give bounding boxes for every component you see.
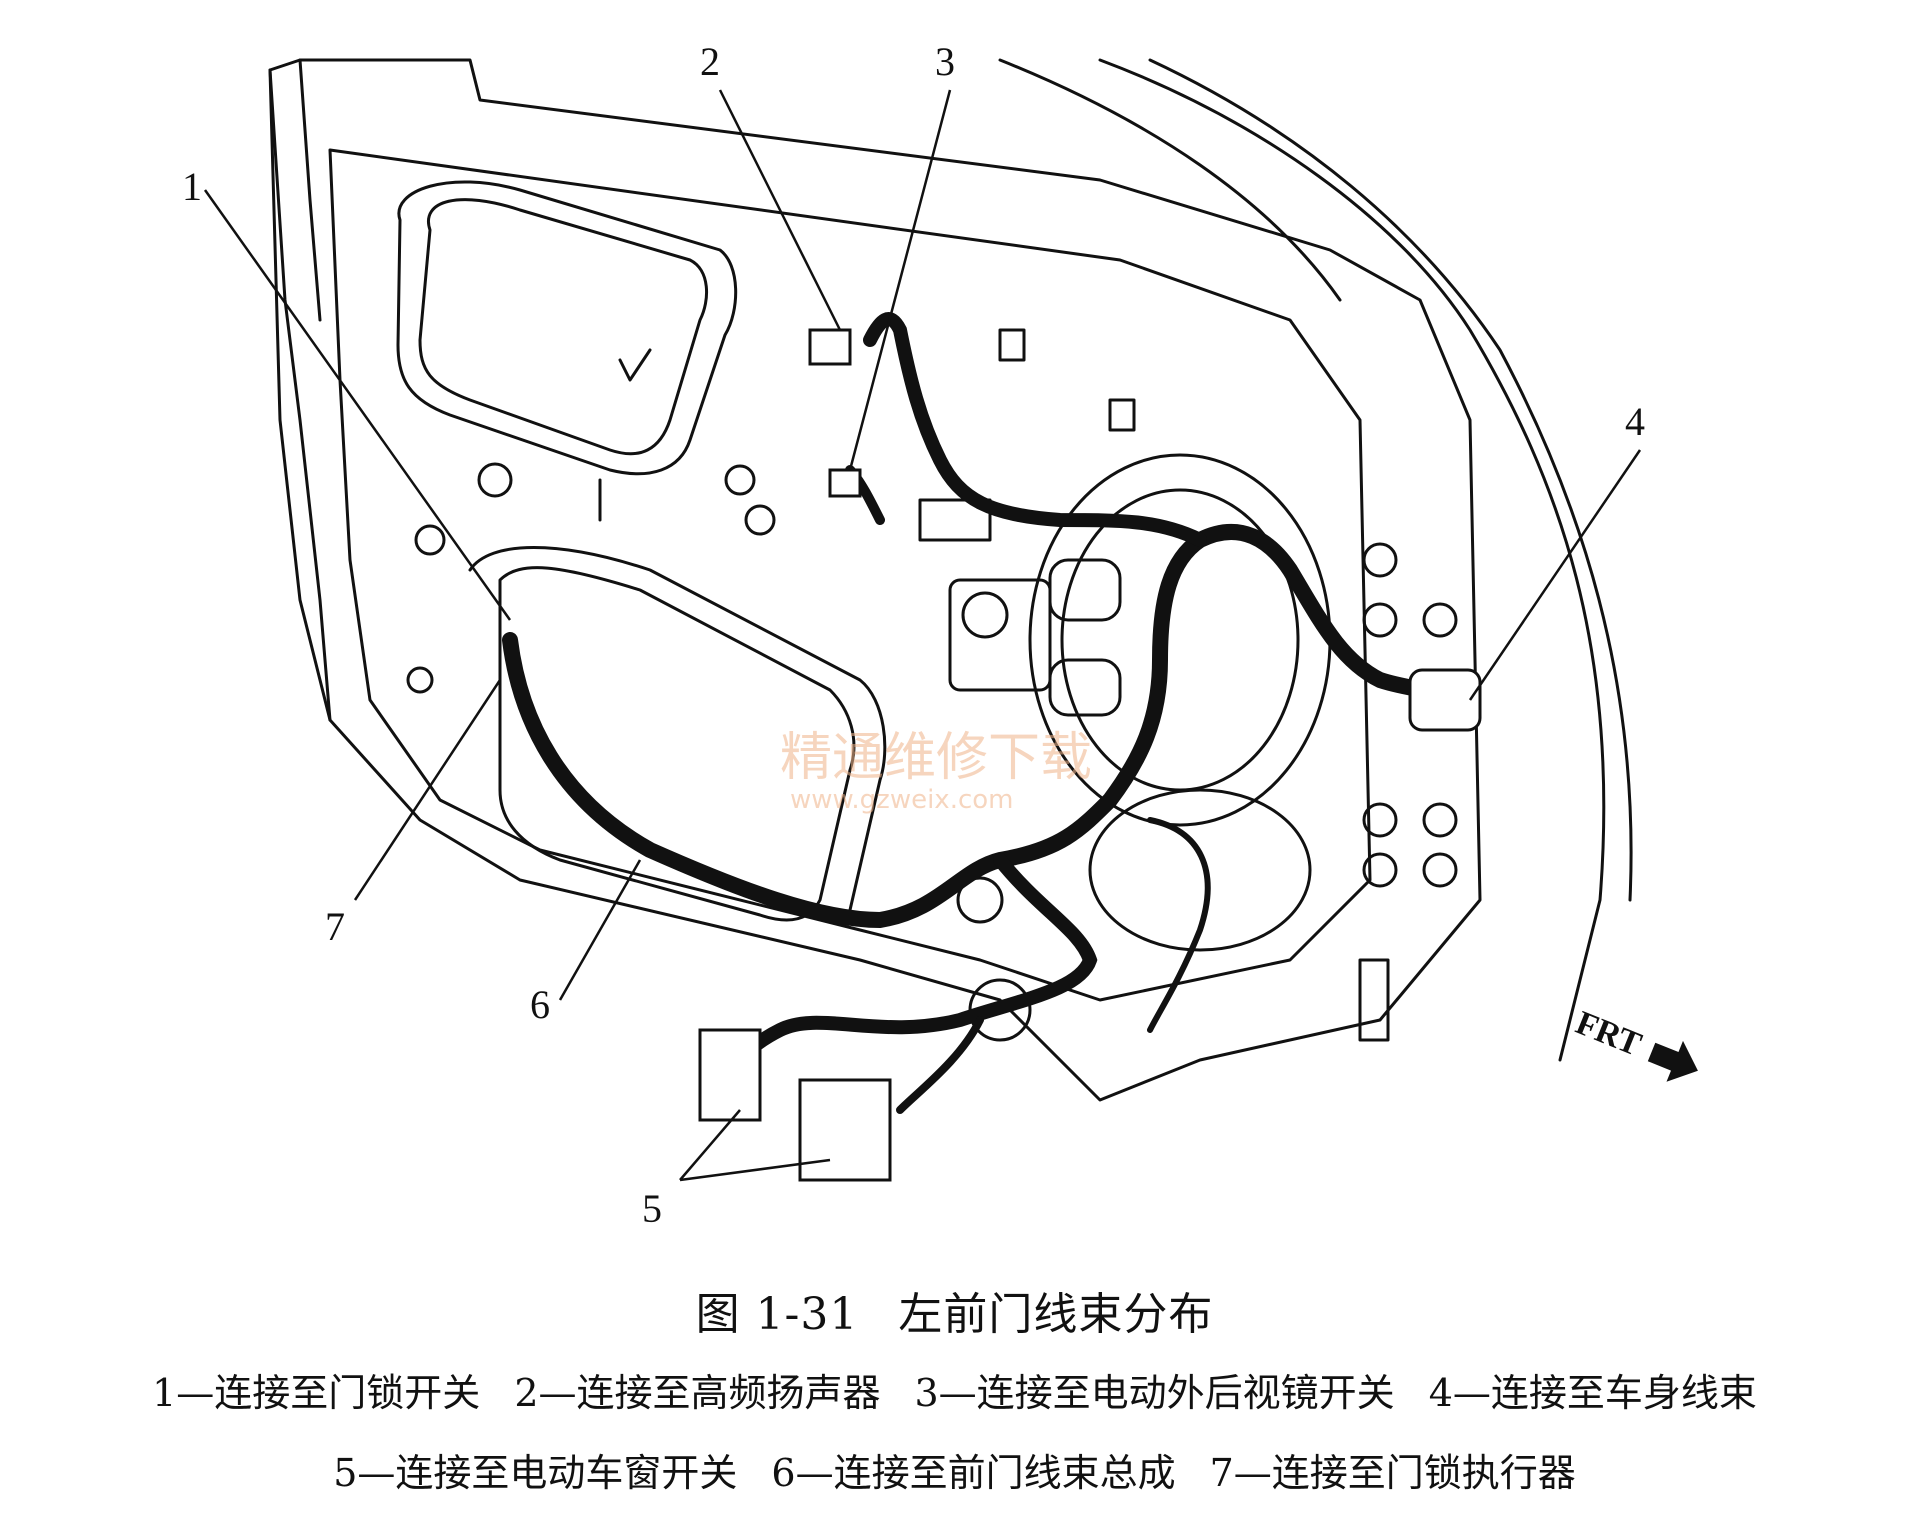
door-frame-outline — [268, 58, 1482, 1102]
leader-5a — [679, 1109, 741, 1181]
watermark-text: 精通维修下载 — [780, 728, 1092, 788]
callout-7: 7 — [325, 904, 345, 949]
figure-title: 左前门线束分布 — [898, 1289, 1214, 1340]
callout-3: 3 — [935, 39, 955, 84]
harness-main — [502, 523, 1468, 929]
frt-label: FRT — [1571, 1004, 1647, 1063]
callout-1: 1 — [182, 164, 202, 209]
legend-item-2: 2—连接至高频扬声器 — [514, 1371, 881, 1415]
watermark-url: www.gzweix.com — [790, 785, 1014, 815]
legend-item-1: 1—连接至门锁开关 — [152, 1371, 481, 1415]
figure-caption: 图 1-31 左前门线束分布 — [0, 1278, 1909, 1342]
leader-5b — [679, 1158, 831, 1182]
connector-window-switch-a — [698, 1028, 762, 1122]
upper-access-hole — [418, 198, 709, 456]
door-inner-edge — [328, 148, 1372, 1002]
legend-row-2: 5—连接至电动车窗开关 6—连接至前门线束总成 7—连接至门锁执行器 — [0, 1442, 1909, 1497]
leader-2 — [718, 89, 842, 331]
leader-7 — [353, 679, 502, 901]
callout-6: 6 — [530, 982, 550, 1027]
connector-window-switch-b — [798, 1078, 892, 1182]
legend-item-6: 6—连接至前门线束总成 — [771, 1451, 1176, 1495]
leader-3 — [848, 89, 952, 471]
connector-body-harness — [1408, 668, 1482, 732]
frt-arrow-icon — [1647, 1040, 1698, 1082]
figure-number: 图 1-31 — [695, 1289, 859, 1340]
legend-item-5: 5—连接至电动车窗开关 — [333, 1451, 738, 1495]
leader-1 — [203, 189, 512, 621]
leader-4 — [1468, 449, 1642, 701]
lower-access-hole — [498, 566, 856, 922]
connector-mirror-switch — [828, 468, 862, 498]
window-frame — [1098, 58, 1606, 1062]
front-direction-indicator: FRT — [1571, 1004, 1698, 1082]
left-pillar — [268, 68, 332, 722]
legend-item-3: 3—连接至电动外后视镜开关 — [914, 1371, 1395, 1415]
leader-6 — [558, 859, 642, 1001]
lock-module — [948, 578, 1052, 692]
callout-2: 2 — [700, 39, 720, 84]
legend-item-4: 4—连接至车身线束 — [1428, 1371, 1757, 1415]
callout-4: 4 — [1625, 399, 1645, 444]
legend-item-7: 7—连接至门锁执行器 — [1209, 1451, 1576, 1495]
door-wiring-diagram: 1 2 3 4 5 6 7 FRT 精通维修下载 www.gzweix.com — [182, 39, 1698, 1231]
connector-tweeter — [808, 328, 852, 366]
callout-5: 5 — [642, 1186, 662, 1231]
harness-upper — [863, 312, 1207, 547]
legend-row-1: 1—连接至门锁开关 2—连接至高频扬声器 3—连接至电动外后视镜开关 4—连接至车身线… — [0, 1362, 1909, 1417]
